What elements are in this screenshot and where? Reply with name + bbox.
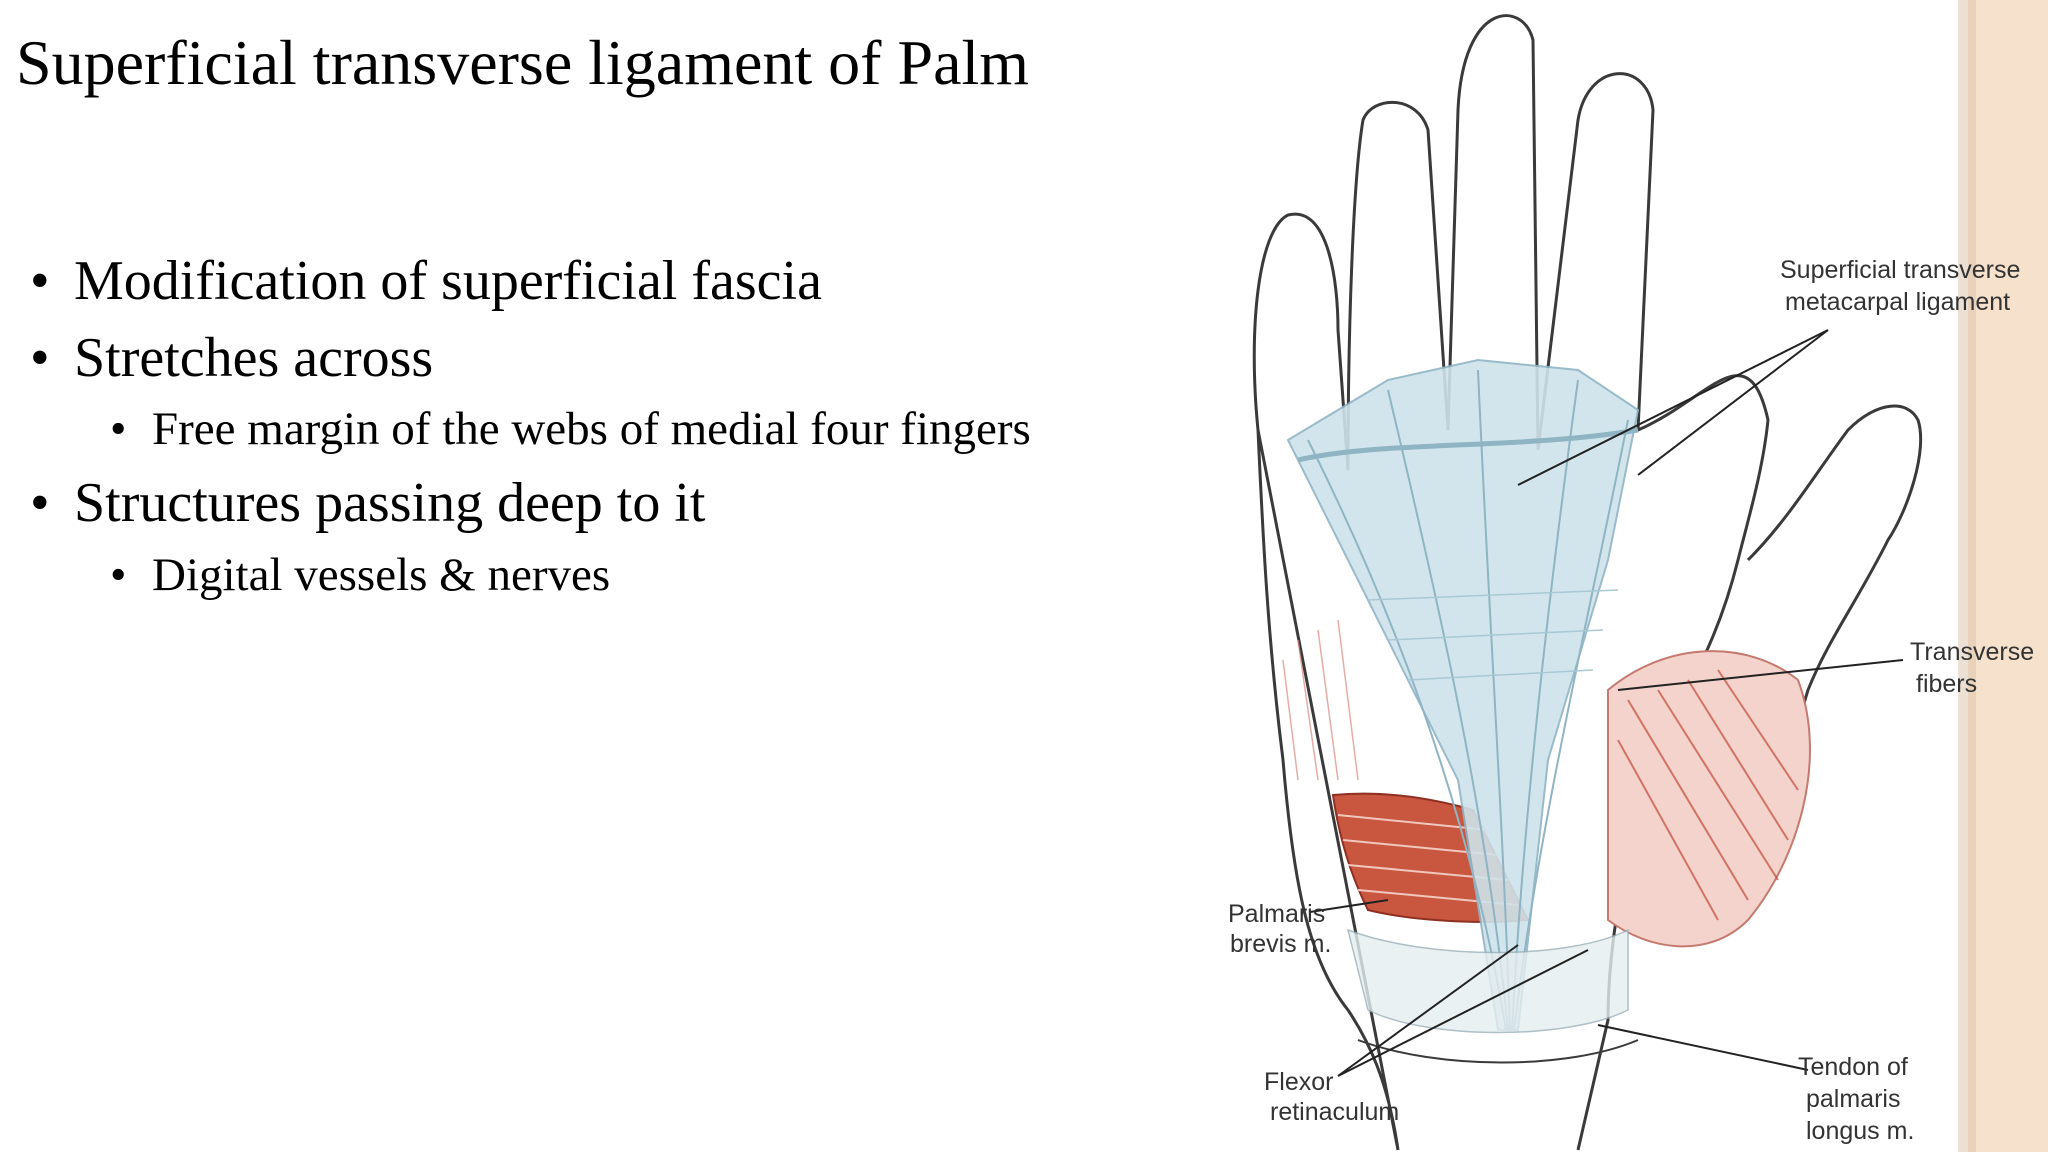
hand-illustration: Superficial transverse metacarpal ligame… [1228, 0, 2048, 1152]
bullet-structures: Structures passing deep to it [30, 470, 1150, 537]
page-edge-shadow [1958, 0, 1976, 1152]
slide-title: Superficial transverse ligament of Palm [16, 27, 1030, 98]
label-palmaris-line1: Palmaris [1228, 900, 1325, 928]
bullet-list: Modification of superficial fascia Stret… [30, 248, 1150, 616]
sub-bullet-digital-vessels: Digital vessels & nerves [30, 548, 1150, 602]
thenar-muscle [1607, 650, 1811, 948]
hand-anatomy-figure: Superficial transverse metacarpal ligame… [1188, 0, 2048, 1152]
label-flexor-line1: Flexor [1264, 1068, 1333, 1096]
sub-bullet-free-margin: Free margin of the webs of medial four f… [30, 402, 1150, 456]
page-edge [1968, 0, 2048, 1152]
thenar-fibers [1617, 669, 1799, 921]
bullet-modification: Modification of superficial fascia [30, 248, 1150, 315]
label-transverse-line1: Transverse [1910, 638, 2034, 666]
label-palmaris-line2: brevis m. [1230, 930, 1331, 958]
transverse-fibers [1367, 589, 1619, 681]
label-superficial-line2: metacarpal ligament [1785, 288, 2010, 316]
label-superficial-line1: Superficial transverse [1780, 256, 2020, 284]
label-transverse-line2: fibers [1916, 670, 1977, 698]
label-tendon-line1: Tendon of [1798, 1053, 1908, 1081]
label-tendon-line3: longus m. [1806, 1117, 1914, 1145]
label-flexor-line2: retinaculum [1270, 1098, 1399, 1126]
superficial-transverse-band [1297, 427, 1639, 463]
hypothenar-fibers [1282, 619, 1359, 781]
flexor-retinaculum [1346, 928, 1629, 1034]
label-tendon-line2: palmaris [1806, 1085, 1900, 1113]
aponeurosis-bands [1307, 369, 1629, 1031]
leader-lines [1309, 329, 1904, 1077]
bullet-stretches: Stretches across [30, 325, 1150, 392]
